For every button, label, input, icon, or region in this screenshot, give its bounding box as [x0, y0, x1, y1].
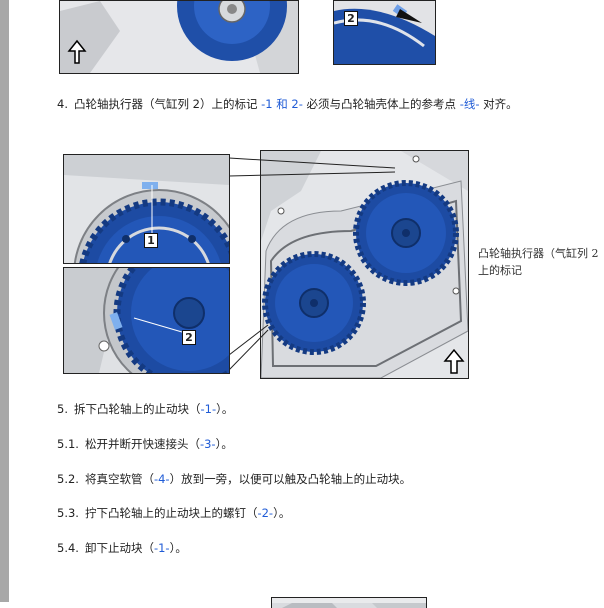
ref-part-1[interactable]: -1- [200, 402, 217, 416]
step-5: 5.拆下凸轮轴上的止动块（-1-）。 [57, 402, 234, 416]
up-arrow-icon [443, 348, 465, 374]
step-5-4: 5.4.卸下止动块（-1-）。 [57, 541, 187, 555]
camshaft-gear-left [262, 251, 366, 355]
detail-bottom-image: 2 [63, 267, 230, 374]
callout-label-2: 2 [182, 330, 196, 345]
left-margin-bar [0, 0, 9, 602]
step-5-1: 5.1.松开并断开快速接头（-3-）。 [57, 437, 233, 451]
ref-part-2[interactable]: -2- [257, 506, 274, 520]
callout-label-2-previous: 2 [344, 11, 358, 26]
pointer-arrow-icon [396, 9, 422, 23]
step-4: 4.凸轮轴执行器（气缸列 2）上的标记 -1 和 2- 必须与凸轮轴壳体上的参考… [57, 97, 518, 111]
reference-marks-1-2[interactable]: -1 和 2- [261, 97, 303, 111]
figure-caption: 凸轮轴执行器（气缸列 2 上的标记 [478, 247, 599, 277]
callout-label-1: 1 [144, 233, 158, 248]
camshaft-gear-right [353, 180, 459, 286]
step-5-3: 5.3.拧下凸轮轴上的止动块上的螺钉（-2-）。 [57, 506, 291, 520]
detail-top-image: 1 [63, 154, 230, 264]
previous-figure-left [59, 0, 299, 74]
ref-part-1-b[interactable]: -1- [153, 541, 170, 555]
next-figure-cropped [271, 597, 427, 608]
ref-part-3[interactable]: -3- [199, 437, 216, 451]
previous-figure-right: 2 [333, 0, 436, 65]
ref-part-4[interactable]: -4- [153, 472, 170, 486]
engine-overview-image [260, 150, 469, 379]
step-5-2: 5.2.将真空软管（-4-）放到一旁，以便可以触及凸轮轴上的止动块。 [57, 472, 412, 486]
reference-line[interactable]: -线- [459, 97, 480, 111]
up-arrow-icon [67, 39, 87, 64]
